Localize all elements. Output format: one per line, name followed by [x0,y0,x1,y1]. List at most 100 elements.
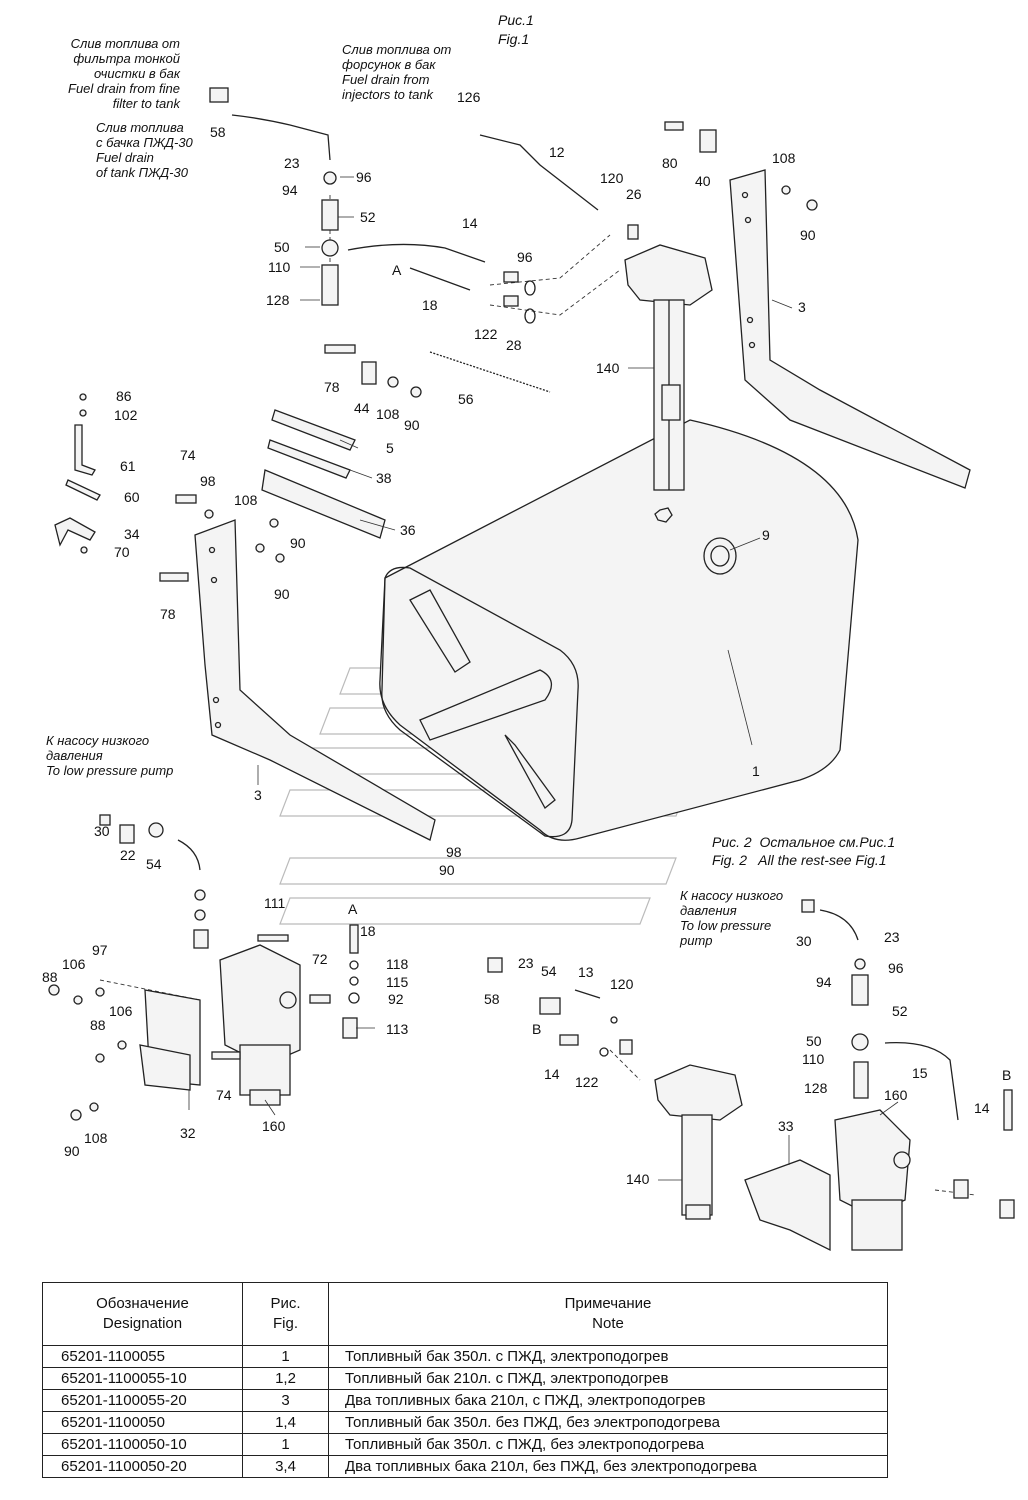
callout: 115 [386,974,409,990]
callout: 96 [517,249,533,265]
fig2-assembly [487,899,1015,1252]
cell-fig: 3 [242,1389,329,1412]
callout: 90 [290,535,306,551]
callout: 23 [884,929,900,945]
callout: 14 [462,215,478,231]
callout: 70 [114,544,130,560]
callout: 113 [386,1021,409,1037]
cell-note: Топливный бак 350л. с ПЖД, электроподогр… [328,1345,888,1368]
callout: 72 [312,951,328,967]
bracket-left-3 [194,519,436,841]
callout: 90 [404,417,420,433]
cell-note: Топливный бак 350л. с ПЖД, без электропо… [328,1433,888,1456]
designation-table: Обозначение Designation Рис. Fig. Примеч… [42,1282,888,1478]
callout: 33 [778,1118,794,1134]
line-54-elbow [177,839,201,871]
callout: 128 [804,1080,828,1096]
callout: 23 [518,955,534,971]
callout: 32 [180,1125,196,1141]
table-row: 65201-1100050-20 3,4 Два топливных бака … [42,1455,888,1478]
cell-designation: 65201-1100055 [42,1345,243,1368]
callout: B [532,1021,541,1037]
caption-low-pressure-pump-1: К насосу низкого давления To low pressur… [46,733,174,778]
callout: 36 [400,522,416,538]
cell-note: Топливный бак 210л. с ПЖД, электроподогр… [328,1367,888,1390]
callout: 90 [274,586,290,602]
callout: 44 [354,400,370,416]
line-18 [409,267,471,291]
callout: 98 [446,844,462,860]
pad-36 [261,469,386,539]
bracket-right-3 [729,169,971,489]
callout: 140 [626,1171,650,1187]
cell-fig: 1,4 [242,1411,329,1434]
caption-low-pressure-pump-2: К насосу низкого давления To low pressur… [680,888,784,948]
callout: 111 [264,895,285,911]
cell-fig: 1 [242,1345,329,1368]
callout: 160 [884,1087,908,1103]
callout: 28 [506,337,522,353]
strap-38 [267,439,351,479]
callout: 88 [90,1017,106,1033]
cell-designation: 65201-1100050-10 [42,1433,243,1456]
callout: 140 [596,360,620,376]
callout: 38 [376,470,392,486]
callout: 97 [92,942,108,958]
header-designation: Обозначение Designation [42,1282,243,1346]
callout: 78 [160,606,176,622]
callout: 102 [114,407,138,423]
cell-designation: 65201-1100050 [42,1411,243,1434]
fig2-title-ru: Рис. 2 Остальное см.Рис.1 [712,834,896,850]
table-row: 65201-1100050-10 1 Топливный бак 350л. с… [42,1433,888,1456]
callout: 94 [282,182,298,198]
callout: 74 [180,447,196,463]
callout: 14 [544,1066,560,1082]
callout: 18 [360,923,376,939]
callout: 108 [376,406,400,422]
callout: 108 [234,492,258,508]
callout: 54 [146,856,162,872]
callout: 120 [610,976,634,992]
callout: 122 [575,1074,599,1090]
line-13-fig2 [574,989,601,999]
strap-5 [271,409,356,451]
callout: 12 [549,144,565,160]
cell-note: Два топливных бака 210л, без ПЖД, без эл… [328,1455,888,1478]
callout: 13 [578,964,594,980]
caption-injectors-drain: Слив топлива от форсунок в бак Fuel drai… [342,42,452,102]
callout: 3 [798,299,806,315]
line-15-fig2 [884,1041,959,1121]
cell-designation: 65201-1100055-20 [42,1389,243,1412]
cell-note: Два топливных бака 210л, с ПЖД, электроп… [328,1389,888,1412]
callout: 98 [200,473,216,489]
callout: 34 [124,526,140,542]
clip-34 [54,517,96,547]
filter-160-fig1 [48,814,360,1121]
callout: A [392,262,402,278]
cell-fig: 3,4 [242,1455,329,1478]
table-row: 65201-1100055-10 1,2 Топливный бак 210л.… [42,1367,888,1390]
line-14-fig1 [347,243,486,263]
callout: 88 [42,969,58,985]
callout: 50 [274,239,290,255]
callout: 58 [484,991,500,1007]
header-note-label: Примечание Note [564,1295,652,1332]
cell-designation: 65201-1100050-20 [42,1455,243,1478]
leader-lines [188,176,899,1181]
callout: 9 [762,527,770,543]
callout: 3 [254,787,262,803]
callout: 26 [626,186,642,202]
cell-fig: 1 [242,1433,329,1456]
callout: 90 [800,227,816,243]
callout: 86 [116,388,132,404]
callout: 110 [268,259,291,275]
callout: 23 [284,155,300,171]
callout: 160 [262,1118,286,1134]
callout: 80 [662,155,678,171]
line-23-fig2 [819,909,859,941]
callout: 30 [94,823,110,839]
callout: 126 [457,89,481,105]
callout: 40 [695,173,711,189]
callout: 61 [120,458,136,474]
callout: 106 [109,1003,133,1019]
